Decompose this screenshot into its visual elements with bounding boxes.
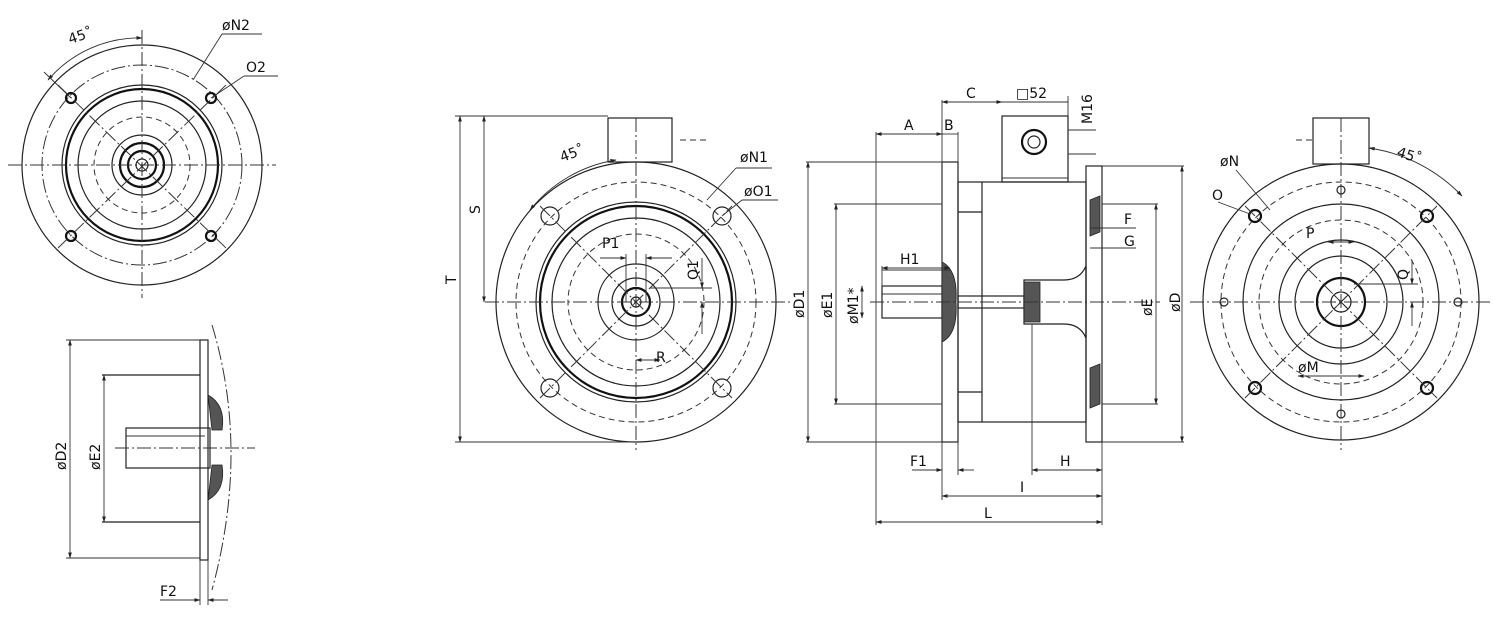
rear-flange-view: øN O 45˚ P Q øM [1190,117,1490,450]
s-label: S [468,205,484,214]
n1-label: øN1 [740,150,768,166]
i-label: I [1020,480,1024,496]
m1-label: øM1* [846,287,862,324]
g-label: G [1124,234,1135,250]
d-label: øD [1168,293,1184,312]
r-label: R [656,350,666,366]
b-label: B [944,118,954,134]
h-label: H [1060,454,1071,470]
f1-label: F1 [910,454,927,470]
f2-label: F2 [160,584,177,600]
t-label: T [444,275,460,285]
small-side-view: øD2 øE2 F2 [54,324,255,605]
section-side-view: C □52 M16 A B øD1 øE1 øM1* H1 F G øE øD … [792,86,1184,525]
n-label: øN [1220,154,1239,170]
m-label: øM [1298,360,1319,376]
e1-label: øE1 [820,292,836,318]
small-flange-front-view: 45˚ øN2 O2 [8,18,278,298]
q-label: Q [1396,269,1412,280]
a-label: A [904,118,914,134]
n2-label: øN2 [222,18,250,34]
d1-label: øD1 [792,290,808,318]
e2-label: øE2 [88,444,104,470]
h1-label: H1 [900,252,919,268]
p-label: P [1306,226,1314,242]
angle-label-left: 45˚ [66,24,95,48]
square-52-label: □52 [1016,86,1047,102]
l-label: L [984,506,992,522]
angle-label-right: 45˚ [1395,144,1424,168]
d2-label: øD2 [54,442,70,470]
e-label: øE [1140,299,1156,316]
m16-label: M16 [1080,94,1096,124]
p1-label: P1 [602,236,619,252]
c-label: C [966,86,976,102]
o-label: O [1212,188,1223,204]
q1-label: Q1 [686,260,702,280]
o2-label: O2 [246,60,266,76]
angle-label-front: 45˚ [558,141,587,165]
f-label: F [1124,212,1132,228]
main-flange-front-view: T S 45˚ øN1 øO1 P1 Q1 R [444,115,790,450]
o1-label: øO1 [744,184,773,200]
